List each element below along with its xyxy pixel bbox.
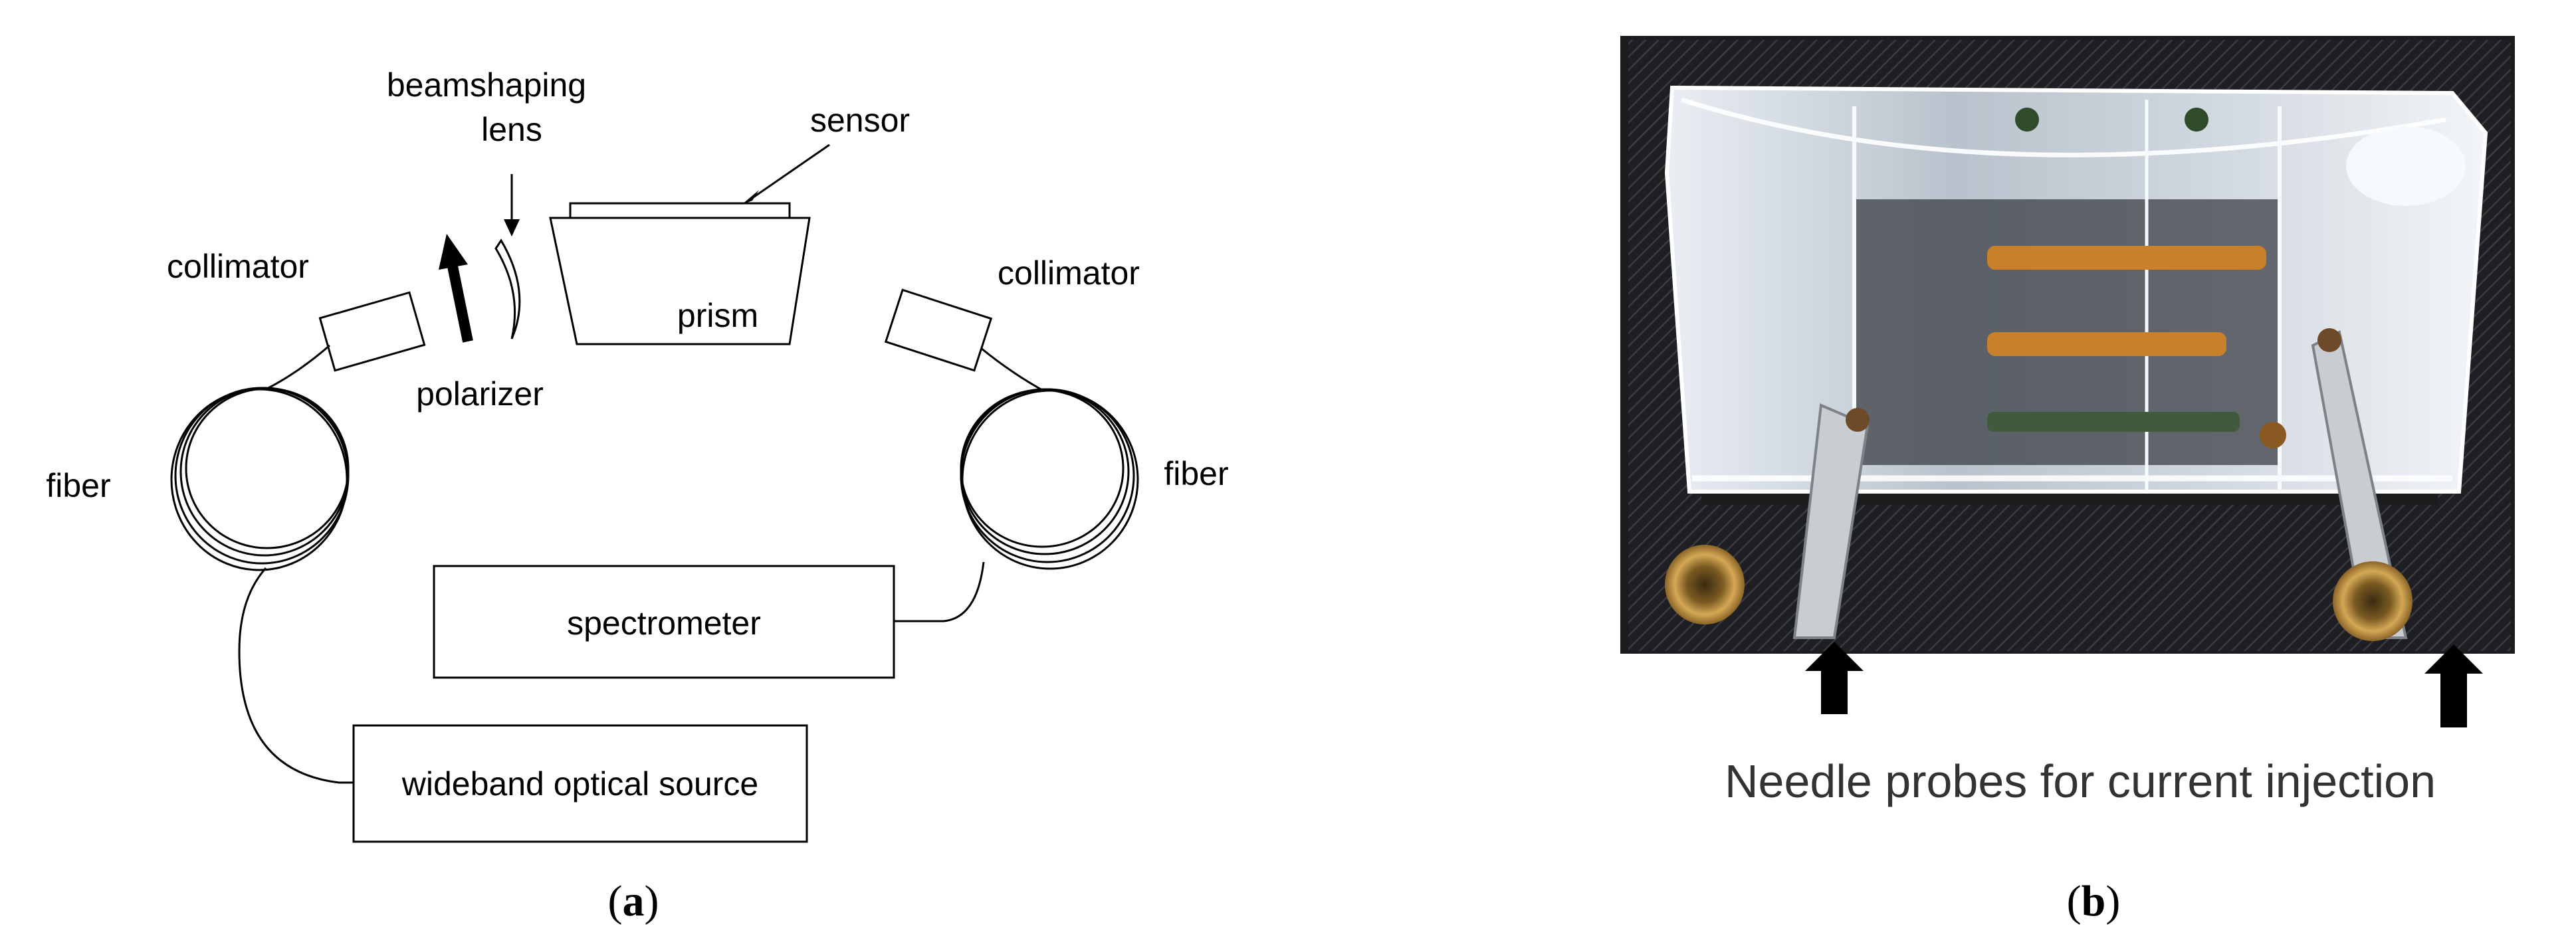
fiber-coil-right [894, 347, 1139, 622]
panel-b-photo: Needle probes for current injection (b) [1615, 36, 2519, 925]
glass-top-edge [1680, 97, 2446, 157]
gold-connector-left [1665, 545, 1745, 624]
fiber-right-label: fiber [1164, 455, 1228, 492]
electrode-pad [2260, 422, 2286, 448]
beamshaping-lens [494, 238, 521, 339]
lens-pointer-arrow [504, 174, 520, 237]
source-label: wideband optical source [401, 765, 758, 803]
arrow-up-left [1805, 642, 1864, 714]
electrode-strip-2 [1987, 332, 2226, 356]
arrow-up-right [2424, 644, 2483, 727]
collimator-left-label: collimator [167, 248, 309, 285]
polarizer-arrow [439, 234, 473, 343]
collimator-left-box [318, 291, 426, 372]
panel-a-schematic: beamshaping lens sensor collimator colli… [46, 66, 1228, 925]
sensor-pointer-arrow [742, 143, 830, 205]
probe-tip-right [2317, 328, 2341, 352]
dot-2 [2185, 108, 2208, 132]
polarizer-label: polarizer [416, 375, 544, 413]
prism-shape [549, 217, 811, 345]
lens-label: lens [481, 111, 542, 148]
electrode-strip-3 [1987, 412, 2240, 432]
photo-bottom-mask [1615, 654, 2519, 694]
electrode-strip-1 [1987, 246, 2266, 270]
glass-highlight [2346, 126, 2466, 206]
beamshaping-label: beamshaping [387, 66, 586, 104]
collimator-right-label: collimator [998, 254, 1140, 292]
gold-connector-right [2333, 561, 2413, 641]
sensor-label: sensor [810, 102, 910, 139]
collimator-right-box [884, 288, 993, 372]
caption-a: (a) [608, 877, 659, 925]
caption-b: (b) [2067, 877, 2121, 925]
spectrometer-label: spectrometer [567, 605, 761, 642]
sensor-layer [569, 202, 791, 219]
source-box [352, 724, 808, 843]
fiber-left-label: fiber [46, 467, 110, 504]
spectrometer-box [433, 565, 895, 679]
needle-probes-annotation: Needle probes for current injection [1725, 755, 2436, 807]
dot-1 [2015, 108, 2039, 132]
probe-tip-left [1846, 408, 1870, 432]
fiber-coil-left [170, 344, 354, 784]
prism-label: prism [677, 297, 758, 334]
